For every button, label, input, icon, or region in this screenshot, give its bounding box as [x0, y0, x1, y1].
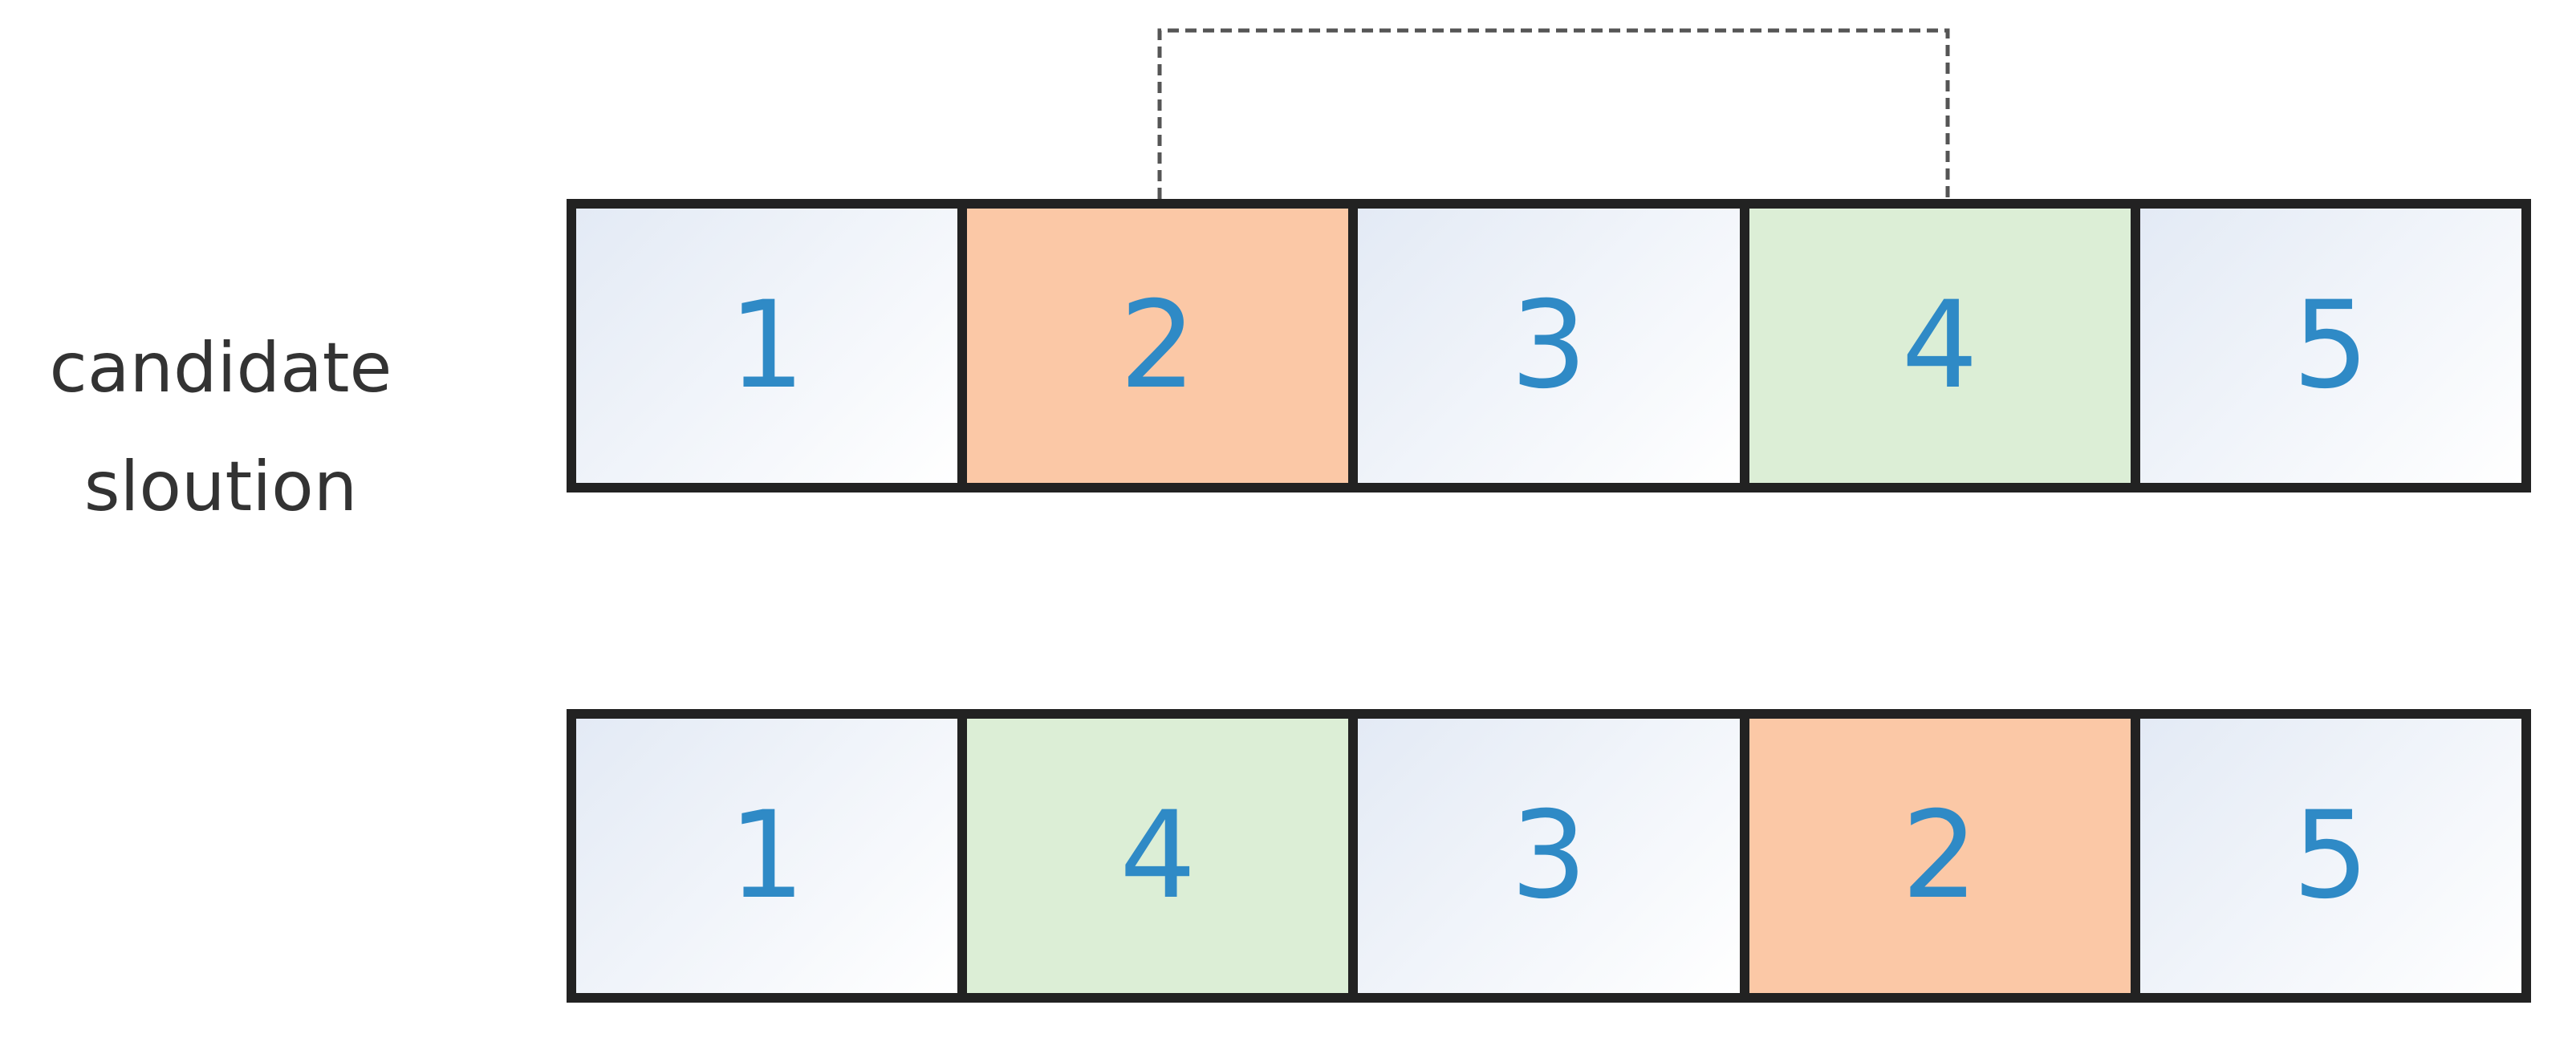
top-cell-4: 4: [1749, 209, 2131, 483]
swap-connector-line: [1157, 28, 1950, 199]
bottom-cell-4: 2: [1749, 719, 2131, 993]
bottom-cell-1: 1: [576, 719, 958, 993]
label-line-1: candidate: [49, 328, 392, 408]
top-cell-1: 1: [576, 209, 958, 483]
top-array: 1 2 3 4 5: [567, 199, 2531, 492]
swap-connector: [1157, 28, 1950, 199]
label-line-2: sloution: [83, 447, 358, 527]
bottom-cell-5: 5: [2139, 719, 2522, 993]
bottom-cell-2: 4: [967, 719, 1349, 993]
top-cell-5: 5: [2139, 209, 2522, 483]
bottom-array: 1 4 3 2 5: [567, 709, 2531, 1003]
bottom-cell-3: 3: [1358, 719, 1740, 993]
candidate-solution-label: candidate sloution: [16, 309, 425, 546]
top-cell-2: 2: [967, 209, 1349, 483]
top-cell-3: 3: [1358, 209, 1740, 483]
